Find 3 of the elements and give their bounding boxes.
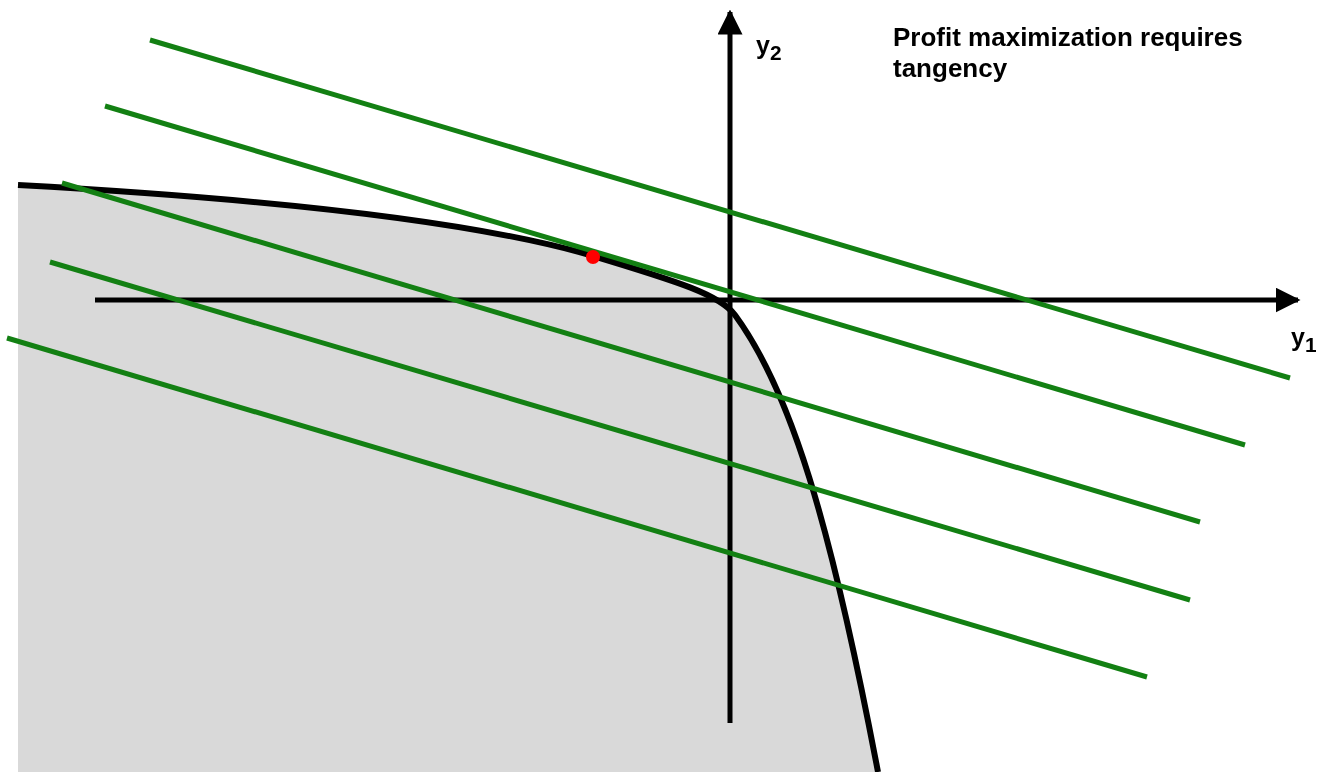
axis-label: y$_{1}$ [1291, 322, 1317, 358]
axis-label: y$_{2}$ [756, 30, 782, 66]
heading-text: Profit maximization requires tangency [893, 22, 1244, 85]
